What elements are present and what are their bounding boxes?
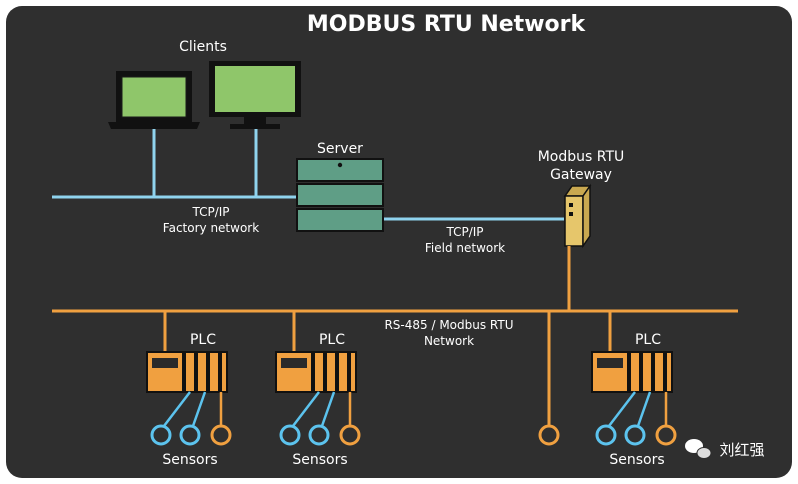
plc-1-sensor-wires	[163, 391, 223, 427]
sensor-orange	[655, 424, 677, 446]
sensors-3-label: Sensors	[609, 452, 664, 468]
plc-3-sensor-wires	[608, 391, 668, 427]
gateway-icon	[563, 183, 592, 249]
server-label: Server	[317, 141, 363, 157]
field-network-label-line2: Field network	[425, 241, 505, 255]
gateway-label-line2: Gateway	[550, 167, 612, 183]
rs485-network	[52, 246, 738, 426]
laptop-icon	[108, 71, 200, 129]
sensor-orange	[339, 424, 361, 446]
sensor-blue	[624, 424, 646, 446]
sensors-2-label: Sensors	[292, 452, 347, 468]
field-network-label-line1: TCP/IP	[445, 225, 483, 239]
sensors-1-label: Sensors	[162, 452, 217, 468]
gateway-label-line1: Modbus RTU	[538, 149, 625, 165]
plc-3	[591, 351, 673, 393]
tcp-factory-network	[52, 128, 564, 221]
factory-network-label-line2: Factory network	[163, 221, 259, 235]
sensor-blue	[279, 424, 301, 446]
diagram-title: MODBUS RTU Network	[307, 12, 587, 37]
sensor-blue	[150, 424, 172, 446]
plc-3-label: PLC	[635, 332, 661, 348]
plc-2-sensor-wires	[292, 391, 352, 427]
server-icon	[296, 158, 384, 232]
sensor-blue	[179, 424, 201, 446]
plc-1	[146, 351, 228, 393]
rs485-label-line1: RS-485 / Modbus RTU	[384, 318, 513, 332]
plc-1-label: PLC	[190, 332, 216, 348]
watermark-text: 刘红强	[719, 441, 764, 459]
sensor-blue	[595, 424, 617, 446]
monitor-icon	[209, 61, 301, 129]
clients-label: Clients	[179, 39, 227, 55]
wechat-icon	[685, 439, 712, 459]
sensor-blue	[308, 424, 330, 446]
rs485-label-line2: Network	[424, 334, 474, 348]
plc-2-label: PLC	[319, 332, 345, 348]
plc-2	[275, 351, 357, 393]
factory-network-label-line1: TCP/IP	[191, 205, 229, 219]
sensor-orange	[538, 424, 560, 446]
sensor-orange	[210, 424, 232, 446]
